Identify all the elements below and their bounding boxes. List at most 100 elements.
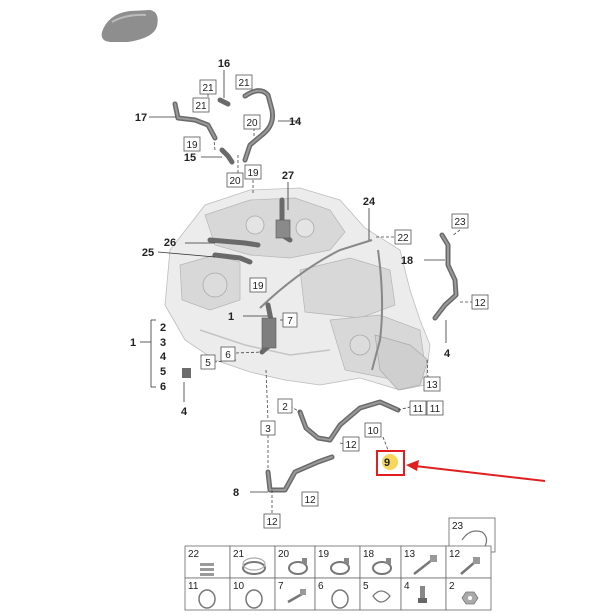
fitting-4 [182, 368, 191, 378]
svg-text:5: 5 [363, 581, 369, 592]
callout-4-right: 4 [444, 348, 451, 360]
legend-cell-21: 21 [229, 545, 276, 579]
hose-14 [242, 88, 275, 163]
callout-1-engine: 1 [228, 311, 234, 323]
callout-8: 8 [233, 487, 239, 499]
ref-box-3: 3 [260, 420, 276, 436]
o-ring-icon [331, 589, 349, 609]
clip-ring-icon [461, 530, 488, 549]
svg-text:12: 12 [304, 495, 316, 506]
svg-text:18: 18 [363, 549, 375, 560]
legend-cell-5: 5 [359, 577, 402, 611]
hose-9 [297, 399, 401, 443]
svg-text:11: 11 [413, 404, 424, 415]
ref-box-5: 5 [200, 354, 216, 370]
stud-icon [418, 586, 427, 603]
callout-18: 18 [401, 255, 413, 267]
svg-text:23: 23 [452, 521, 464, 532]
svg-text:12: 12 [474, 298, 486, 309]
hose-8 [265, 454, 335, 493]
hose-26 [207, 237, 261, 265]
pipe-24 [259, 239, 373, 309]
hose-clamp-icon [288, 558, 308, 575]
ref-box-21: 21 [192, 97, 210, 113]
svg-text:21: 21 [233, 549, 245, 560]
svg-text:21: 21 [195, 101, 207, 112]
svg-text:2: 2 [449, 581, 455, 592]
bolt-icon [460, 557, 480, 575]
ref-box-13: 13 [423, 376, 441, 392]
ref-box-22: 22 [394, 229, 412, 245]
o-ring-icon [198, 589, 216, 609]
hose-16 [217, 97, 231, 107]
legend-cell-7: 7 [274, 577, 316, 611]
callout-16: 16 [218, 58, 230, 70]
pipe-1 [259, 302, 277, 355]
svg-text:21: 21 [202, 83, 214, 94]
svg-text:20: 20 [246, 118, 258, 129]
svg-text:19: 19 [247, 168, 259, 179]
svg-text:11: 11 [430, 404, 441, 415]
parts-legend: 23 22 21 20 19 18 13 12 11 10 [184, 517, 496, 611]
ref-box-12: 12 [301, 491, 319, 507]
ref-box-19: 19 [244, 164, 262, 180]
svg-text:10: 10 [233, 581, 245, 592]
legend-cell-18: 18 [359, 545, 402, 579]
pointer-arrow [406, 460, 546, 482]
svg-text:13: 13 [426, 380, 438, 391]
callout-27: 27 [282, 170, 294, 182]
legend-cell-12: 12 [445, 545, 492, 579]
svg-text:2: 2 [282, 402, 288, 413]
svg-text:12: 12 [449, 549, 461, 560]
ref-box-12: 12 [263, 513, 281, 529]
nut-icon [461, 591, 479, 605]
svg-text:22: 22 [188, 549, 200, 560]
svg-text:21: 21 [238, 78, 250, 89]
legend-cell-6: 6 [314, 577, 361, 611]
callout-24: 24 [363, 196, 376, 208]
callout-3: 3 [160, 337, 166, 349]
hose-17 [172, 101, 218, 141]
ref-box-19: 19 [183, 136, 201, 152]
legend-row-1: 22 21 20 19 18 13 12 [184, 545, 492, 579]
hose-clamp-icon [372, 558, 392, 575]
ref-box-10: 10 [364, 422, 382, 438]
highlight-dot [382, 454, 398, 470]
seal-icon [372, 590, 391, 603]
callout-1-group: 1 [130, 337, 136, 349]
callout-26: 26 [164, 237, 176, 249]
svg-text:20: 20 [278, 549, 290, 560]
ref-box-7: 7 [282, 312, 298, 328]
svg-text:11: 11 [188, 581, 199, 592]
pipe-right [371, 249, 384, 371]
callout-9: 9 [384, 457, 390, 469]
svg-text:12: 12 [345, 440, 357, 451]
callout-4-left: 4 [181, 406, 188, 418]
ref-box-21: 21 [199, 79, 217, 95]
leader-lines [140, 70, 447, 493]
highlighted-part-9[interactable]: 9 [376, 450, 405, 476]
svg-text:12: 12 [266, 517, 278, 528]
legend-cell-19: 19 [314, 545, 361, 579]
svg-text:5: 5 [205, 358, 211, 369]
hose-18 [432, 232, 459, 321]
bolt-icon [413, 555, 437, 575]
svg-text:22: 22 [397, 233, 409, 244]
legend-cell-2: 2 [445, 577, 492, 611]
svg-text:23: 23 [454, 217, 466, 228]
hose-clamp-icon [330, 558, 350, 575]
engine-illustration [164, 187, 431, 391]
callout-17: 17 [135, 112, 147, 124]
ref-box-19: 19 [249, 277, 267, 293]
callout-4-group: 4 [160, 351, 167, 363]
ref-box-20: 20 [226, 172, 244, 188]
o-ring-icon [245, 589, 263, 609]
ref-box-21: 21 [235, 74, 253, 90]
svg-text:6: 6 [225, 350, 231, 361]
callout-6: 6 [160, 381, 166, 393]
svg-text:4: 4 [404, 581, 410, 592]
callout-15: 15 [184, 152, 196, 164]
svg-text:13: 13 [404, 549, 416, 560]
